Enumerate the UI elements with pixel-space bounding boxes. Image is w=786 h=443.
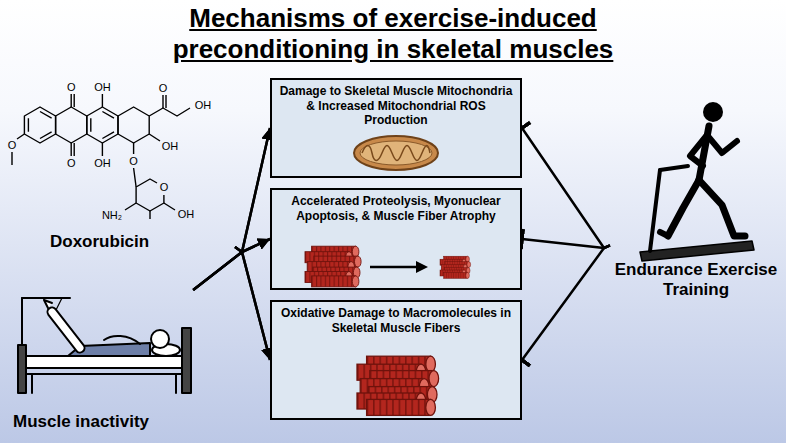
bed-illustration-part <box>55 298 62 312</box>
runner-illustration-part <box>707 135 737 153</box>
bed-illustration-part <box>104 336 140 344</box>
atom-label: O <box>129 155 138 167</box>
bed-illustration-part <box>182 328 191 393</box>
fiber-atrophy-illustration-part <box>416 261 428 273</box>
bed-illustration-part <box>152 344 180 356</box>
runner-illustration-part <box>699 180 745 236</box>
atom-label: OH <box>94 81 111 93</box>
fiber-atrophy-illustration-part <box>305 246 361 287</box>
doxorubicin-molecule-part <box>56 107 87 143</box>
diagram-title: Mechanisms of exercise-induced precondit… <box>113 3 673 65</box>
inactivity-node: Muscle inactivity <box>5 290 195 435</box>
mitochondrion-illustration-part <box>354 136 438 170</box>
atom-label: O <box>160 181 169 193</box>
doxorubicin-molecule-part <box>163 95 166 108</box>
mitochondrion-illustration-part <box>362 146 430 161</box>
runner-illustration-part <box>668 180 699 236</box>
process-box: Oxidative Damage to Macromolecules in Sk… <box>270 300 522 420</box>
atom-label: OH <box>94 157 111 169</box>
bed-illustration-part <box>44 300 52 308</box>
bed-illustration-part <box>175 374 177 393</box>
mitochondrion-illustration <box>354 136 438 170</box>
atom-label: OH <box>178 208 195 220</box>
doxorubicin-molecule-part <box>28 112 51 139</box>
bed-illustration-part <box>18 345 26 393</box>
runner-illustration-part <box>699 126 709 180</box>
atom-label: O <box>67 157 76 169</box>
box-heading: Oxidative Damage to Macromolecules in Sk… <box>278 306 514 335</box>
fiber-atrophy-illustration-part <box>440 256 471 278</box>
muscle-fiber-illustration <box>357 356 439 415</box>
bed-illustration-part <box>52 312 80 348</box>
inhibition-connector <box>522 239 610 248</box>
arrow-connector <box>193 252 270 360</box>
doxorubicin-molecule-part <box>149 134 160 141</box>
doxorubicin-molecule-part <box>118 107 149 143</box>
doxorubicin-molecule-part <box>71 143 74 156</box>
runner-illustration-part <box>690 135 707 166</box>
fiber-atrophy-illustration-part <box>370 266 418 269</box>
doxorubicin-molecule-part <box>125 203 175 219</box>
node-caption: Endurance Exercise Training <box>610 260 782 301</box>
inhibition-connector <box>522 128 610 248</box>
mitochondrion-illustration-part <box>360 141 432 165</box>
bed-illustration-part <box>21 298 23 345</box>
muscle-fiber-illustration-part <box>357 356 439 415</box>
atom-label: OH <box>195 99 212 111</box>
bed-illustration-part <box>68 343 150 356</box>
bed-illustration-part <box>31 374 33 393</box>
exercise-node: Endurance Exercise Training <box>610 85 782 330</box>
box-heading: Damage to Skeletal Muscle Mitochondria &… <box>278 84 514 128</box>
runner-illustration <box>640 102 754 261</box>
doxorubicin-molecule <box>12 94 190 219</box>
fiber-atrophy-illustration <box>305 246 471 287</box>
box-heading: Accelerated Proteolysis, Myonuclear Apop… <box>278 194 514 223</box>
runner-illustration-part <box>650 170 660 251</box>
bed-illustration-part <box>26 373 182 375</box>
atom-label: O <box>8 139 17 151</box>
node-caption: Muscle inactivity <box>13 412 195 432</box>
atom-label: O <box>159 82 168 94</box>
doxorubicin-molecule-part <box>91 112 114 139</box>
doxorubicin-molecule-part <box>87 107 118 143</box>
doxorubicin-molecule-part <box>24 107 55 143</box>
bed-illustration <box>18 298 191 393</box>
doxorubicin-molecule-part <box>71 94 74 107</box>
doxorubicin-molecule-part <box>149 108 190 116</box>
atom-label: O <box>67 81 76 93</box>
runner-illustration-part <box>640 241 754 261</box>
bed-illustration-part <box>26 356 182 368</box>
bed-illustration-part <box>151 330 169 348</box>
runner-illustration-part <box>703 102 723 122</box>
bed-illustration-part <box>22 297 70 299</box>
atom-label: OH <box>162 140 179 152</box>
runner-illustration-part <box>660 166 688 170</box>
process-box: Accelerated Proteolysis, Myonuclear Apop… <box>270 188 522 290</box>
arrow-connector <box>193 128 270 290</box>
runner-illustration-part <box>660 232 668 236</box>
doxorubicin-molecule-part <box>102 94 103 156</box>
node-caption: Doxorubicin <box>50 232 235 252</box>
process-box: Damage to Skeletal Muscle Mitochondria &… <box>270 78 522 178</box>
bed-illustration-part <box>52 312 80 348</box>
inhibition-connector <box>522 245 610 360</box>
atom-label: NH₂ <box>102 209 122 221</box>
